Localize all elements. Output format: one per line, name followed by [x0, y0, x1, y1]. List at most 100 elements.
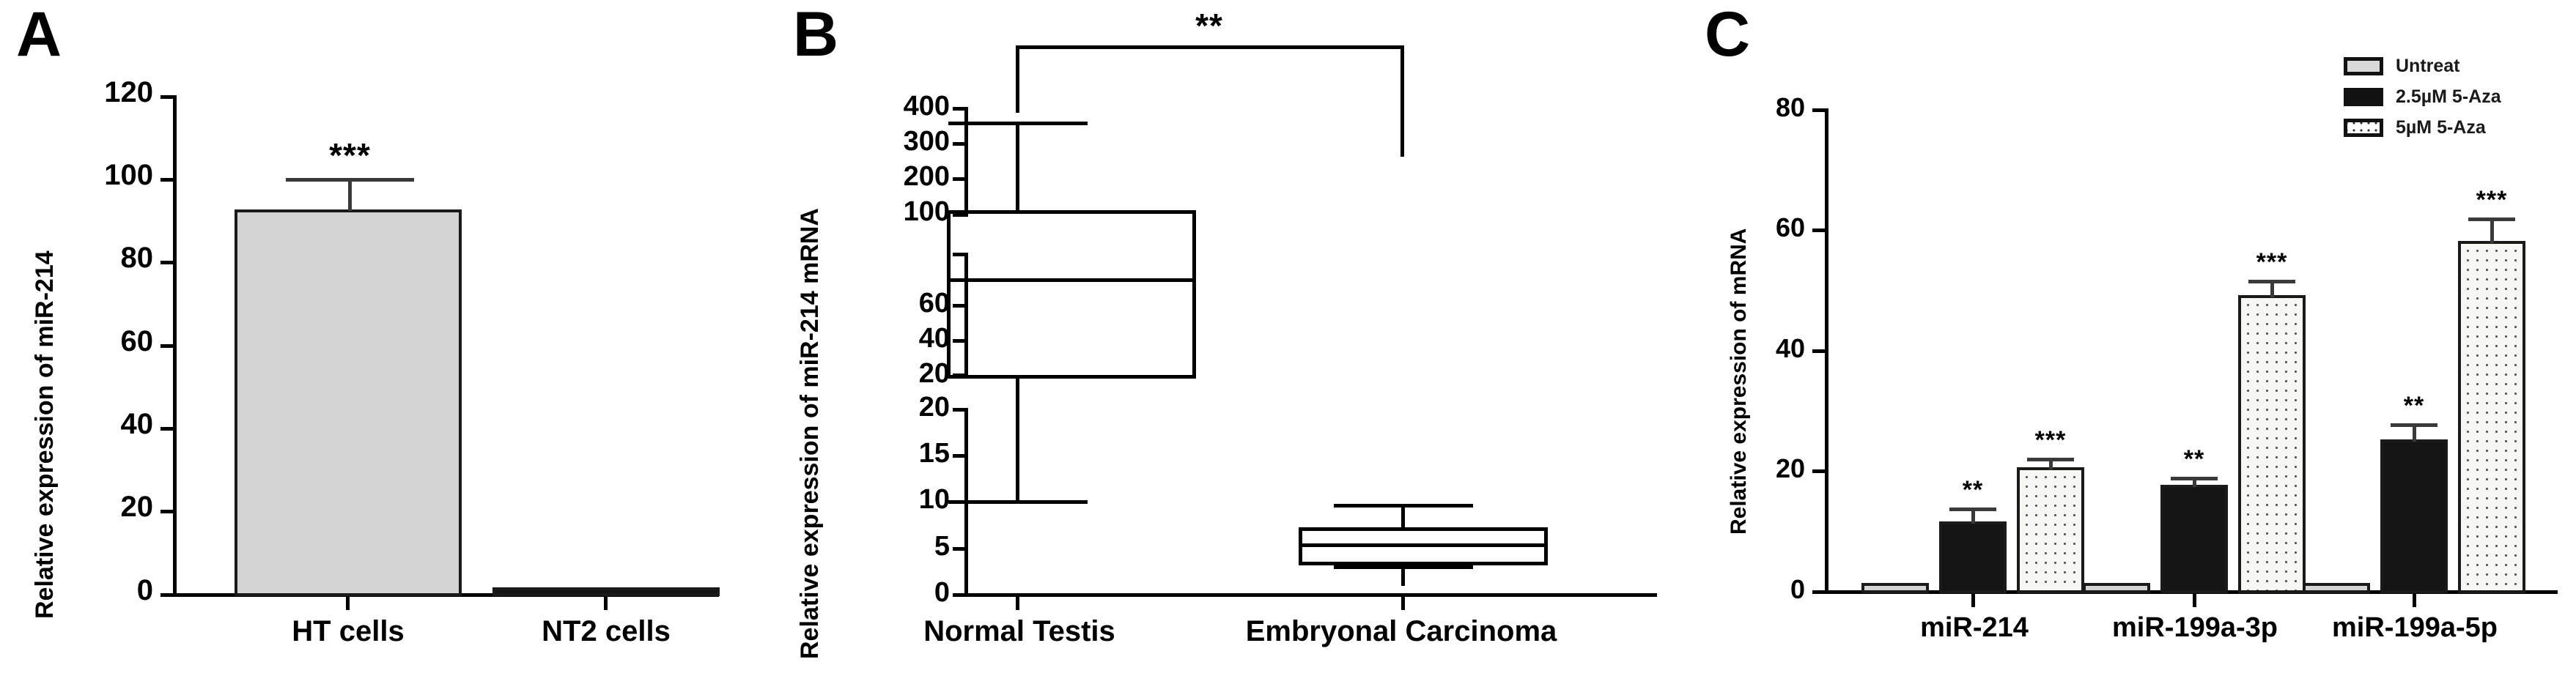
panel-b-ytick-5 — [953, 547, 966, 551]
panel-c-y-axis-line — [1825, 108, 1828, 594]
panel-c-xtick-mir199a3p — [2193, 594, 2196, 607]
panel-a-errorbar-ht-cells — [286, 178, 414, 211]
panel-b-top-cap — [953, 107, 968, 111]
legend-item-5um-5-aza[interactable]: 5µM 5-Aza — [2344, 117, 2501, 138]
panel-b-box1-body[interactable] — [947, 210, 1196, 379]
panel-b-box2-lower-whisker — [1401, 565, 1405, 586]
panel-c-legend: Untreat 2.5µM 5-Aza 5µM 5-Aza — [2344, 56, 2501, 148]
panel-c-bar-mir199a5p-untreat[interactable] — [2303, 583, 2370, 593]
panel-b-xlabel-normal-testis: Normal Testis — [923, 615, 1115, 647]
panel-a-yticklabel-60: 60 — [120, 325, 154, 357]
panel-c-xlabel-mir214: miR-214 — [1920, 612, 2029, 643]
panel-c: C Relative expression of mRNA Untreat 2.… — [1678, 0, 2576, 695]
panel-a-yticklabel-20: 20 — [120, 491, 154, 523]
panel-a-xtick-nt2-cells — [604, 597, 608, 610]
panel-c-xtick-mir214 — [1971, 594, 1975, 607]
panel-c-errorbar-mir199a5p-5um — [2468, 218, 2515, 243]
panel-c-significance-mir199a3p-2-5um: ** — [2183, 445, 2205, 473]
panel-b-yticklabel-10: 10 — [918, 484, 950, 515]
panel-b-xtick-embryonal-carcinoma — [1401, 597, 1405, 610]
panel-c-xtick-mir199a5p — [2413, 594, 2416, 607]
panel-c-ytick-20 — [1812, 469, 1826, 473]
panel-b-significance-label: ** — [1195, 7, 1223, 45]
panel-b-yticklabel-5: 5 — [934, 531, 950, 562]
panel-b-yticklabel-40: 40 — [918, 323, 950, 354]
panel-a-ytick-100 — [160, 178, 174, 182]
panel-c-errorbar-mir199a3p-2-5um — [2171, 477, 2218, 487]
panel-a-xlabel-ht-cells: HT cells — [292, 615, 405, 647]
panel-a: A Relative expression of miR-214 120 100… — [0, 0, 777, 695]
panel-c-letter: C — [1705, 0, 1750, 70]
panel-a-bar-nt2-cells[interactable] — [492, 587, 720, 596]
panel-b-yticklabel-100: 100 — [903, 196, 950, 227]
panel-b-ytick-300 — [953, 142, 966, 146]
panel-a-yticklabel-40: 40 — [120, 408, 154, 440]
panel-c-yticklabel-20: 20 — [1775, 453, 1805, 483]
panel-c-bar-mir214-untreat[interactable] — [1861, 583, 1929, 593]
panel-a-ytick-20 — [160, 510, 174, 513]
panel-c-y-axis-label: Relative expression of mRNA — [1727, 228, 1751, 535]
panel-b-ytick-0 — [953, 593, 966, 597]
panel-b-ytick-200 — [953, 177, 966, 181]
panel-a-xlabel-nt2-cells: NT2 cells — [542, 615, 671, 647]
panel-a-yticklabel-0: 0 — [136, 574, 153, 606]
panel-c-bar-mir199a5p-5um[interactable] — [2458, 241, 2525, 593]
panel-b-xlabel-embryonal-carcinoma: Embryonal Carcinoma — [1245, 615, 1557, 647]
panel-c-ytick-40 — [1812, 349, 1826, 353]
panel-b-bottom-top-cap — [953, 408, 968, 412]
panel-a-bar-ht-cells[interactable] — [235, 209, 462, 596]
panel-c-bar-mir214-5um[interactable] — [2017, 467, 2084, 593]
panel-c-errorbar-mir214-5um — [2027, 458, 2074, 469]
panel-c-bar-mir199a5p-2-5um[interactable] — [2380, 439, 2448, 593]
panel-b-ytick-40 — [953, 339, 966, 343]
panel-b: B Relative expression of miR-214 mRNA 40… — [777, 0, 1678, 695]
panel-c-ytick-0 — [1812, 590, 1826, 594]
panel-c-errorbar-mir199a5p-2-5um — [2391, 423, 2437, 442]
panel-c-yticklabel-80: 80 — [1775, 92, 1805, 122]
legend-item-2-5um-5-aza[interactable]: 2.5µM 5-Aza — [2344, 86, 2501, 108]
panel-a-y-axis-line — [173, 95, 177, 597]
legend-label-2-5um-5-aza: 2.5µM 5-Aza — [2396, 86, 2501, 107]
panel-b-yticklabel-200: 200 — [903, 161, 950, 192]
panel-a-ytick-80 — [160, 261, 174, 264]
legend-swatch-untreat-icon — [2344, 57, 2383, 75]
legend-label-untreat: Untreat — [2396, 56, 2460, 76]
panel-b-top-break-cap — [953, 213, 968, 217]
legend-swatch-2-5um-5-aza-icon — [2344, 88, 2383, 106]
panel-c-bar-mir199a3p-5um[interactable] — [2238, 295, 2306, 593]
panel-c-yticklabel-0: 0 — [1790, 574, 1805, 604]
panel-b-ytick-60 — [953, 304, 966, 308]
panel-c-xlabel-mir199a3p: miR-199a-3p — [2112, 612, 2278, 643]
panel-c-significance-mir214-2-5um: ** — [1962, 476, 1984, 504]
panel-c-bar-mir199a3p-2-5um[interactable] — [2160, 485, 2228, 593]
panel-b-box1-lower-whisker-cap — [948, 500, 1088, 504]
panel-b-yticklabel-20-lower: 20 — [918, 392, 950, 423]
panel-b-y-axis-top-segment — [964, 107, 968, 217]
panel-b-box2-median — [1299, 543, 1548, 547]
panel-a-letter: A — [16, 0, 62, 70]
legend-item-untreat[interactable]: Untreat — [2344, 56, 2501, 77]
panel-b-box1-lower-whisker — [1016, 375, 1019, 504]
panel-b-y-axis-mid-segment — [964, 253, 968, 377]
panel-c-significance-mir199a5p-2-5um: ** — [2403, 392, 2425, 420]
panel-b-box1-median — [947, 278, 1196, 282]
panel-c-ytick-60 — [1812, 228, 1826, 232]
panel-b-yticklabel-60: 60 — [918, 288, 950, 319]
panel-c-yticklabel-40: 40 — [1775, 333, 1805, 363]
panel-b-yticklabel-300: 300 — [903, 126, 950, 157]
panel-b-yticklabel-0: 0 — [934, 577, 950, 608]
panel-a-ytick-40 — [160, 427, 174, 431]
panel-c-errorbar-mir199a3p-5um — [2248, 280, 2295, 297]
panel-c-bar-mir199a3p-untreat[interactable] — [2083, 583, 2150, 593]
panel-b-box1-upper-whisker — [1016, 122, 1019, 214]
panel-a-yticklabel-120: 120 — [104, 76, 153, 108]
panel-c-errorbar-mir214-2-5um — [1949, 508, 1996, 524]
panel-b-letter: B — [793, 0, 838, 70]
panel-b-box2-upper-whisker — [1401, 504, 1405, 529]
panel-a-significance-ht-cells: *** — [329, 136, 371, 174]
panel-c-significance-mir214-5um: *** — [2034, 426, 2067, 454]
panel-b-yticklabel-15: 15 — [918, 438, 950, 469]
panel-c-significance-mir199a5p-5um: *** — [2476, 186, 2508, 214]
panel-c-bar-mir214-2-5um[interactable] — [1939, 521, 2007, 593]
